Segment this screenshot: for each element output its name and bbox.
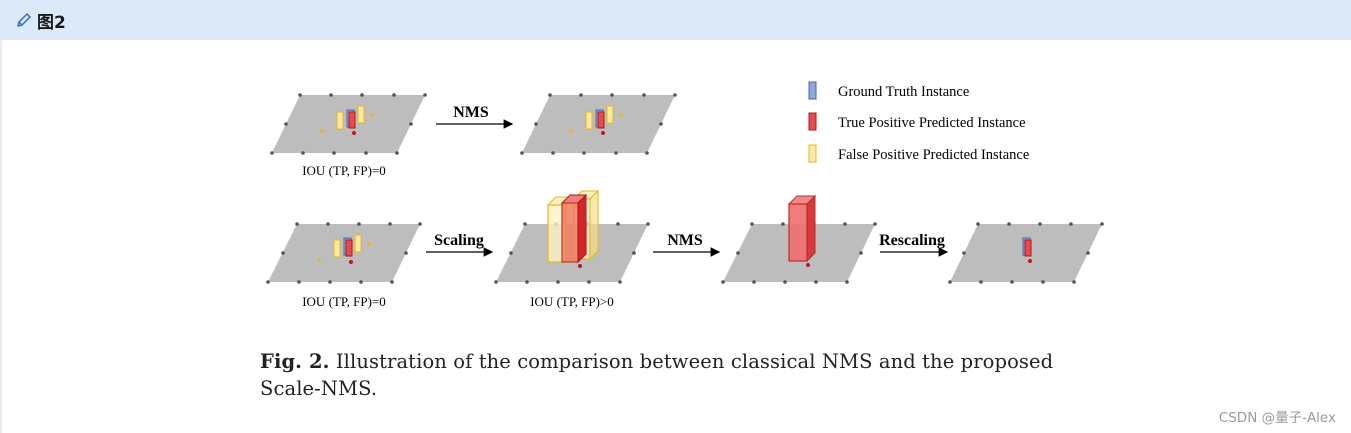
plane-bottom-left [266,222,422,284]
arrow-label-rescaling: Rescaling [879,232,945,249]
caption-text: Illustration of the comparison between c… [260,350,1054,400]
figure-caption: Fig. 2. Illustration of the comparison b… [260,348,1120,402]
plane-bottom-scaled [494,189,650,284]
plane-top-right [520,93,677,155]
left-rule [0,40,2,433]
caption-prefix: Fig. 2. [260,350,330,373]
plane-top-left [270,93,427,155]
legend-label-tp: True Positive Predicted Instance [838,115,1026,131]
iou-label-bottom-scaled: IOU (TP, FP)>0 [530,294,614,309]
legend: Ground Truth Instance True Positive Pred… [808,81,1029,163]
arrow-label-nms-top: NMS [453,104,489,121]
legend-label-fp: False Positive Predicted Instance [838,147,1029,163]
legend-yellow-box-icon [808,144,817,163]
tp-box [348,111,356,129]
pencil-icon[interactable] [15,11,33,29]
legend-red-box-icon [808,112,817,131]
arrow-label-nms-bottom: NMS [667,232,703,249]
figure-header: 图2 [0,0,1351,40]
fp-boxes [336,105,365,130]
watermark: CSDN @量子-Alex [1218,410,1336,426]
iou-label-bottom-left: IOU (TP, FP)=0 [302,294,386,309]
legend-label-gt: Ground Truth Instance [838,84,969,100]
arrow-label-scaling: Scaling [434,232,484,249]
figure-title: 图2 [37,12,66,33]
plane-bottom-nms [721,194,877,284]
plane-bottom-rescaled [948,222,1104,284]
legend-blue-box-icon [808,81,817,100]
iou-label-top-left: IOU (TP, FP)=0 [302,163,386,178]
